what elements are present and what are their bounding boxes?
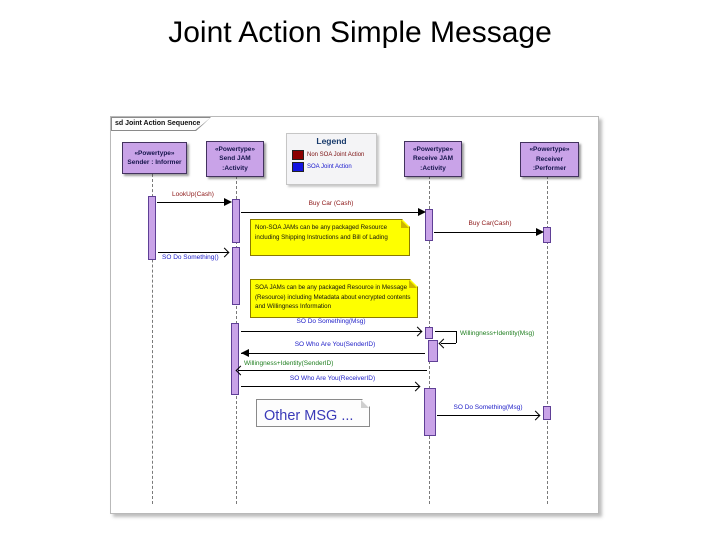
arrowhead-icon: [241, 349, 249, 357]
message-line-so-do-something-msg: [241, 331, 421, 332]
lifeline-head-receive-jam: «Powertype» Receive JAM :Activity: [404, 141, 462, 177]
message-label-buy-car-1: Buy Car (Cash): [308, 200, 354, 207]
message-label-willingness-senderid: Willingness+Identity(SenderID): [244, 360, 334, 367]
lifeline-name: Receive JAM: [412, 155, 454, 163]
message-label-willingness-msg: Willingness+Identity(Msg): [460, 330, 535, 337]
activation-bar: [543, 406, 551, 420]
stereotype-label: «Powertype»: [529, 146, 570, 154]
legend-entry-non-soa: Non SOA Joint Action: [287, 149, 376, 161]
activation-bar: [425, 327, 433, 339]
lifeline-receiver: [547, 176, 548, 504]
message-line-willingness-senderid: [238, 370, 427, 371]
stereotype-label: «Powertype»: [134, 149, 175, 157]
message-line-who-are-you-receiver: [241, 386, 419, 387]
self-message-out: [435, 331, 456, 332]
lifeline-name: Sender : Informer: [127, 159, 182, 166]
activation-bar: [543, 227, 551, 243]
stereotype-label: «Powertype»: [412, 145, 454, 153]
message-line-buy-car-1: [241, 212, 421, 213]
slide-title: Joint Action Simple Message: [168, 16, 552, 49]
lifeline-type: :Activity: [222, 164, 248, 172]
note-other-msg: Other MSG ...: [256, 399, 370, 427]
activation-bar: [148, 196, 156, 260]
lifeline-head-send-jam: «Powertype» Send JAM :Activity: [206, 141, 264, 177]
lifeline-name: Receiver: [535, 155, 564, 163]
lifeline-head-receiver: «Powertype» Receiver :Performer: [520, 142, 579, 177]
note-text: Non-SOA JAMs can be any packaged Resourc…: [255, 224, 388, 241]
lifeline-type: :Activity: [420, 164, 446, 172]
lifeline-name: Send JAM: [219, 155, 251, 163]
message-label-who-are-you-sender: SO Who Are You(SenderID): [294, 341, 376, 348]
non-soa-color-swatch: [292, 150, 304, 160]
soa-color-swatch: [292, 162, 304, 172]
self-message-return: [441, 343, 456, 344]
legend-title: Legend: [316, 136, 347, 146]
message-line-so-do-something: [158, 252, 228, 253]
message-line-buy-car-2: [434, 232, 540, 233]
self-message-vertical: [456, 331, 457, 343]
arrowhead-icon: [536, 228, 544, 236]
message-line-lookup: [157, 202, 227, 203]
message-line-so-do-something-final: [437, 415, 539, 416]
activation-bar: [428, 340, 438, 362]
activation-bar: [424, 388, 436, 436]
lifeline-type: :Performer: [532, 165, 567, 173]
legend: Legend Non SOA Joint Action SOA Joint Ac…: [286, 133, 377, 185]
lifeline-head-sender: «Powertype» Sender : Informer: [122, 142, 187, 174]
message-label-lookup: LookUp(Cash): [172, 191, 214, 198]
legend-label: Non SOA Joint Action: [307, 152, 365, 158]
lifeline-sender: [152, 174, 153, 504]
legend-entry-soa: SOA Joint Action: [287, 161, 376, 173]
activation-bar: [425, 209, 433, 241]
frame-label-pentagon: sd Joint Action Sequence: [111, 117, 211, 131]
frame-label-text: sd Joint Action Sequence: [112, 118, 210, 130]
stereotype-label: «Powertype»: [214, 145, 256, 153]
note-non-soa-jams: Non-SOA JAMs can be any packaged Resourc…: [250, 219, 410, 256]
message-label-buy-car-2: Buy Car(Cash): [468, 220, 512, 227]
note-soa-jams: SOA JAMs can be any packaged Resource in…: [250, 279, 418, 318]
message-label-so-do-something: SO Do Something(): [162, 254, 219, 261]
arrowhead-icon: [224, 198, 232, 206]
legend-label: SOA Joint Action: [307, 164, 352, 170]
activation-bar: [232, 199, 240, 243]
activation-bar: [232, 247, 240, 305]
arrowhead-icon: [418, 208, 426, 216]
message-label-who-are-you-receiver: SO Who Are You(ReceiverID): [289, 375, 376, 382]
note-text: SOA JAMs can be any packaged Resource in…: [255, 284, 411, 311]
message-label-so-do-something-final: SO Do Something(Msg): [453, 404, 523, 411]
note-text: Other MSG ...: [264, 408, 354, 424]
activation-bar: [231, 323, 239, 395]
message-label-so-do-something-msg: SO Do Something(Msg): [296, 318, 366, 325]
message-line-who-are-you-sender: [241, 353, 425, 354]
